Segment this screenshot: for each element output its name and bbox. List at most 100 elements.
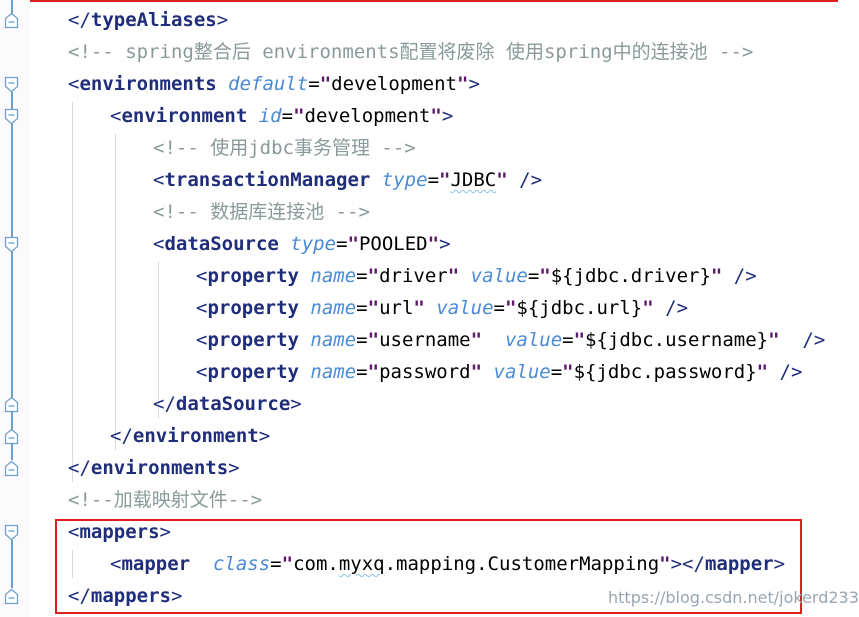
code-token: name [310,265,357,287]
code-token: = [281,105,294,127]
code-token: < [110,105,122,127]
code-line-close-datasource[interactable]: </dataSource> [153,388,302,420]
fold-end-icon[interactable] [4,12,19,29]
code-line-open-mappers[interactable]: <mappers> [68,516,171,548]
code-token: < [153,233,165,255]
code-line-property-driver[interactable]: <property name="driver" value="${jdbc.dr… [196,260,757,292]
code-token: type [381,169,428,191]
code-line-comment-spring[interactable]: <!-- spring整合后 environments配置将废除 使用sprin… [68,36,753,68]
code-token: /> [779,329,826,351]
code-token: = [493,297,505,319]
code-token: <!-- 数据库连接池 --> [153,201,370,223]
code-token: name [310,297,357,319]
code-token: " [710,265,723,287]
code-token: ${jdbc.driver} [550,265,711,287]
code-token: > [159,521,171,543]
fold-end-icon[interactable] [4,460,19,477]
code-token: " [768,329,780,351]
code-line-close-environment[interactable]: </environment> [110,420,270,452]
code-token: " [756,361,769,383]
code-token: JDBC [450,169,497,191]
code-token: id [258,105,282,127]
code-token: < [68,521,80,543]
code-token: = [356,361,368,383]
indent-guide [115,134,116,450]
code-line-property-username[interactable]: <property name="username" value="${jdbc.… [196,324,825,356]
code-token: > [290,393,302,415]
code-token: " [367,361,380,383]
code-token: ${jdbc.password} [573,361,757,383]
code-token: name [310,361,357,383]
code-token: ${jdbc.url} [516,297,643,319]
fold-collapse-icon[interactable] [4,76,19,93]
code-line-comment-mappers[interactable]: <!--加载映射文件--> [68,484,262,516]
code-token: <!-- spring整合后 environments配置将废除 使用sprin… [68,41,754,63]
code-token: typeAliases [90,9,217,31]
code-token: username [379,329,471,351]
code-token: < [110,553,122,575]
code-token: </ [68,585,91,607]
code-token: " [293,105,305,127]
code-line-comment-pool[interactable]: <!-- 数据库连接池 --> [153,196,370,228]
code-token: value [436,297,494,319]
code-token: " [367,297,380,319]
code-token: = [427,169,440,191]
code-token: " [347,233,359,255]
code-line-open-environment[interactable]: <environment id="development"> [110,100,453,132]
code-token: development [331,73,457,95]
code-line-close-mappers[interactable]: </mappers> [68,580,182,612]
code-token: > [258,425,271,447]
fold-collapse-icon[interactable] [4,524,19,541]
code-token: > [439,233,451,255]
code-token: property [207,361,311,383]
code-token: /> [507,169,543,191]
code-line-comment-jdbc[interactable]: <!-- 使用jdbc事务管理 --> [153,132,416,164]
code-line-mapper-class[interactable]: <mapper class="com.myxq.mapping.Customer… [110,548,785,580]
code-token: value [504,329,563,351]
code-line-close-typealiases[interactable]: </typeAliases> [68,4,228,36]
code-line-property-password[interactable]: <property name="password" value="${jdbc.… [196,356,802,388]
code-token: mappers [90,585,171,607]
fold-collapse-icon[interactable] [4,108,19,125]
code-token: url [379,297,414,319]
code-token: </ [68,9,91,31]
code-token: /> [722,265,757,287]
code-token: environments [90,457,229,479]
code-token: > [228,457,240,479]
code-token: " [367,265,380,287]
code-line-close-environments[interactable]: </environments> [68,452,240,484]
fold-end-icon[interactable] [4,396,19,413]
code-token: property [207,265,311,287]
code-token: property [207,297,311,319]
code-token: " [447,265,460,287]
code-line-open-datasource[interactable]: <dataSource type="POOLED"> [153,228,451,260]
code-token: <!--加载映射文件--> [68,489,263,511]
code-token: " [439,169,451,191]
code-token: </ [153,393,176,415]
code-token: " [496,169,508,191]
fold-end-icon[interactable] [4,588,19,605]
code-token: name [310,329,357,351]
fold-collapse-icon[interactable] [4,236,19,253]
code-token: > [441,105,454,127]
code-token: environment [121,105,259,127]
indent-guide [158,262,159,418]
code-line-transaction-manager[interactable]: <transactionManager type="JDBC" /> [153,164,542,196]
code-token: /> [768,361,803,383]
code-token: > [773,553,786,575]
code-line-property-url[interactable]: <property name="url" value="${jdbc.url}"… [196,292,688,324]
code-token: class [212,553,271,575]
code-token: POOLED [358,233,428,255]
code-token: ${jdbc.username} [585,329,769,351]
code-token: mappers [79,521,160,543]
code-token: = [527,265,540,287]
code-token: = [356,265,368,287]
code-token: myxq [338,553,385,575]
code-token: " [659,553,671,575]
code-token: = [270,553,282,575]
code-token: " [427,233,440,255]
code-token: <!-- 使用jdbc事务管理 --> [153,137,416,159]
code-line-open-environments[interactable]: <environments default="development"> [68,68,480,100]
code-token: " [430,105,442,127]
fold-end-icon[interactable] [4,428,19,445]
